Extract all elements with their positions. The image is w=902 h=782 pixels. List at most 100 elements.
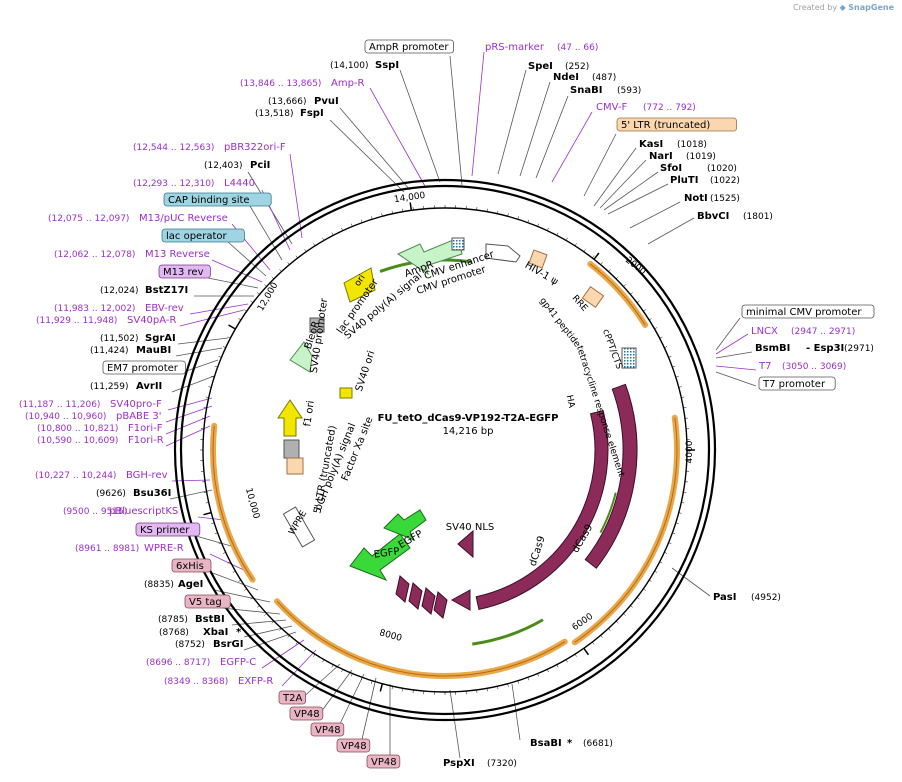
minor-tick <box>205 396 209 398</box>
primer-label: M13 Reverse <box>145 249 210 260</box>
leader-line <box>535 95 569 179</box>
primer-label: (11,929 .. 11,948) <box>36 316 117 326</box>
minor-tick <box>322 237 325 241</box>
tre-feature <box>621 347 637 369</box>
primer-label: pBR322ori-F <box>224 142 286 153</box>
minor-tick <box>668 542 672 544</box>
minor-tick <box>402 688 404 692</box>
rre-feature <box>581 285 605 309</box>
minor-tick <box>222 552 226 554</box>
leader-line <box>715 317 741 351</box>
tick-line <box>409 202 413 211</box>
vp48-feature <box>408 582 423 610</box>
minor-tick <box>668 356 672 358</box>
primer-label: (47 .. 66) <box>557 43 598 53</box>
leader-line <box>369 87 427 189</box>
minor-tick <box>643 309 646 312</box>
minor-tick <box>371 680 373 684</box>
label-box <box>135 522 201 537</box>
minor-tick <box>313 243 316 247</box>
primer-label: M13/pUC Reverse <box>139 213 228 224</box>
vp48-feature <box>395 575 410 603</box>
leader-line <box>715 351 753 359</box>
enzyme-label: BsrGI <box>213 639 243 650</box>
minor-tick <box>636 597 640 600</box>
enzyme-label: * <box>567 738 573 749</box>
minor-tick <box>507 213 509 217</box>
minor-tick <box>507 683 509 687</box>
primer-label: CMV-F <box>596 102 627 113</box>
minor-tick <box>600 262 603 265</box>
minor-tick <box>295 641 298 645</box>
primer-label: F1ori-R <box>128 435 164 446</box>
sv40-ori-feature <box>339 387 353 399</box>
primer-label: (12,544 .. 12,563) <box>133 143 214 153</box>
leader-line <box>583 133 617 197</box>
orf-arcs <box>210 261 680 679</box>
minor-tick <box>287 262 290 265</box>
label-box <box>364 39 454 54</box>
minor-tick <box>648 318 652 321</box>
minor-tick <box>351 673 353 677</box>
minor-tick <box>574 243 577 247</box>
minor-tick <box>643 588 646 591</box>
minor-tick <box>238 318 242 321</box>
leader-line <box>221 607 281 615</box>
site-coordinate: (1020) <box>707 164 737 174</box>
minor-tick <box>257 292 260 295</box>
feature-label: V5 tag <box>189 597 222 608</box>
leader-line <box>171 375 215 393</box>
minor-tick <box>214 365 218 368</box>
enzyme-label: SpeI <box>528 61 553 72</box>
leader-line <box>165 405 213 423</box>
enzyme-label: AvrII <box>136 381 162 392</box>
primer-label: (8961 .. 8981) <box>75 544 139 554</box>
minor-tick <box>244 309 247 312</box>
cmv-feature <box>485 243 521 263</box>
enzyme-label: FspI <box>300 108 324 119</box>
minor-tick <box>250 300 254 303</box>
label-box <box>289 706 324 721</box>
primer-label: (10,227 .. 10,244) <box>35 471 116 481</box>
tick-line <box>593 252 600 260</box>
minor-tick <box>287 635 290 638</box>
leader-line <box>647 217 695 245</box>
leader-line <box>165 415 211 435</box>
feature-label: 6xHis <box>176 561 204 572</box>
minor-tick <box>630 292 633 295</box>
snapgene-logo-icon: ◆ <box>839 3 846 12</box>
minor-tick <box>527 677 530 681</box>
minor-tick <box>211 522 215 524</box>
feature-label: VP48 <box>371 757 397 768</box>
primer-label: (3050 .. 3069) <box>782 362 846 372</box>
primer-label: (11,983 .. 12,002) <box>54 304 135 314</box>
egfp-feature <box>349 533 411 581</box>
tick-label: 12,000 <box>256 281 281 314</box>
leader-line <box>231 619 287 626</box>
label-box <box>310 722 345 737</box>
primer-label: pRS-marker <box>485 42 545 53</box>
minor-tick <box>517 680 519 684</box>
minor-tick <box>208 386 212 388</box>
enzyme-label: MauBI <box>136 345 171 356</box>
minor-tick <box>391 210 393 214</box>
site-coordinate: (593) <box>617 86 641 96</box>
leader-line <box>511 683 521 741</box>
label-box <box>158 264 211 279</box>
leader-line <box>671 567 711 597</box>
site-coordinate: (13,518) <box>255 109 294 119</box>
label-box <box>278 690 307 705</box>
leader-line <box>243 631 297 651</box>
leader-line <box>519 81 551 177</box>
site-coordinate: (11,502) <box>100 334 139 344</box>
ltr-3-feature <box>286 457 304 475</box>
minor-tick <box>331 664 334 668</box>
enzyme-label: BsmBI <box>755 343 790 354</box>
primer-label: (10,940 .. 10,960) <box>25 412 106 422</box>
minor-tick <box>391 686 393 690</box>
leader-line <box>449 55 463 186</box>
leader-line <box>209 571 259 591</box>
minor-tick <box>517 216 519 220</box>
leader-line <box>243 625 293 638</box>
leader-line <box>329 119 405 193</box>
